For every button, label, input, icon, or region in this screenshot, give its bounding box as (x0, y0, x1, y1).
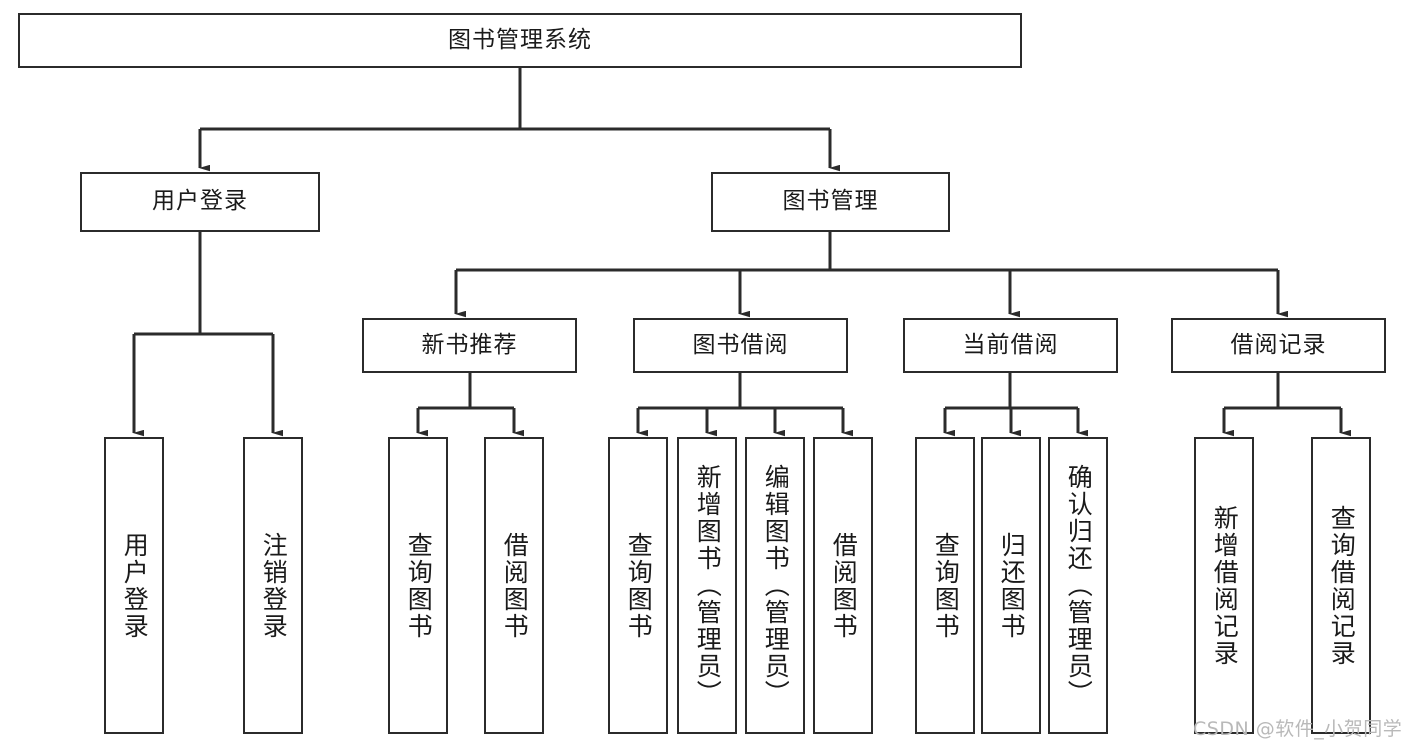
node-leaf-edit-book[interactable]: 编辑图书（管理员） (745, 437, 805, 734)
node-leaf-borrow-book-rec-label: 借阅图书 (500, 531, 530, 640)
node-book-borrow-label: 图书借阅 (692, 331, 789, 358)
node-leaf-logout[interactable]: 注销登录 (243, 437, 303, 734)
node-leaf-query-book-rec-label: 查询图书 (404, 531, 434, 640)
node-leaf-user-login[interactable]: 用户登录 (104, 437, 164, 734)
node-leaf-confirm-return-label: 确认归还（管理员） (1064, 464, 1094, 707)
node-leaf-query-record[interactable]: 查询借阅记录 (1311, 437, 1371, 734)
node-leaf-logout-label: 注销登录 (259, 531, 289, 640)
node-leaf-confirm-return[interactable]: 确认归还（管理员） (1048, 437, 1108, 734)
node-leaf-query-book-br-label: 查询图书 (624, 531, 654, 640)
node-leaf-return-book[interactable]: 归还图书 (981, 437, 1041, 734)
node-leaf-query-book-cb-label: 查询图书 (931, 531, 961, 640)
node-root[interactable]: 图书管理系统 (18, 13, 1022, 68)
node-leaf-query-record-label: 查询借阅记录 (1327, 504, 1357, 667)
csdn-watermark: CSDN @软件_小贺同学 (1193, 718, 1403, 740)
node-leaf-borrow-book-br-label: 借阅图书 (829, 531, 859, 640)
node-leaf-query-book-br[interactable]: 查询图书 (608, 437, 668, 734)
node-current-borrow-label: 当前借阅 (962, 331, 1059, 358)
node-leaf-borrow-book-rec[interactable]: 借阅图书 (484, 437, 544, 734)
node-leaf-return-book-label: 归还图书 (997, 531, 1027, 640)
node-current-borrow[interactable]: 当前借阅 (903, 318, 1118, 373)
node-leaf-user-login-label: 用户登录 (120, 531, 150, 640)
node-borrow-records[interactable]: 借阅记录 (1171, 318, 1386, 373)
node-user-login[interactable]: 用户登录 (80, 172, 320, 232)
node-book-manage[interactable]: 图书管理 (711, 172, 950, 232)
node-leaf-add-book-label: 新增图书（管理员） (693, 464, 723, 707)
node-leaf-query-book-cb[interactable]: 查询图书 (915, 437, 975, 734)
node-leaf-add-record-label: 新增借阅记录 (1210, 504, 1240, 667)
node-leaf-query-book-rec[interactable]: 查询图书 (388, 437, 448, 734)
node-new-book-rec-label: 新书推荐 (421, 331, 518, 358)
node-new-book-rec[interactable]: 新书推荐 (362, 318, 577, 373)
node-book-borrow[interactable]: 图书借阅 (633, 318, 848, 373)
node-leaf-edit-book-label: 编辑图书（管理员） (761, 464, 791, 707)
node-root-label: 图书管理系统 (448, 26, 592, 53)
node-leaf-borrow-book-br[interactable]: 借阅图书 (813, 437, 873, 734)
node-leaf-add-book[interactable]: 新增图书（管理员） (677, 437, 737, 734)
node-book-manage-label: 图书管理 (782, 188, 879, 215)
node-borrow-records-label: 借阅记录 (1230, 331, 1327, 358)
node-leaf-add-record[interactable]: 新增借阅记录 (1194, 437, 1254, 734)
node-user-login-label: 用户登录 (152, 188, 248, 215)
